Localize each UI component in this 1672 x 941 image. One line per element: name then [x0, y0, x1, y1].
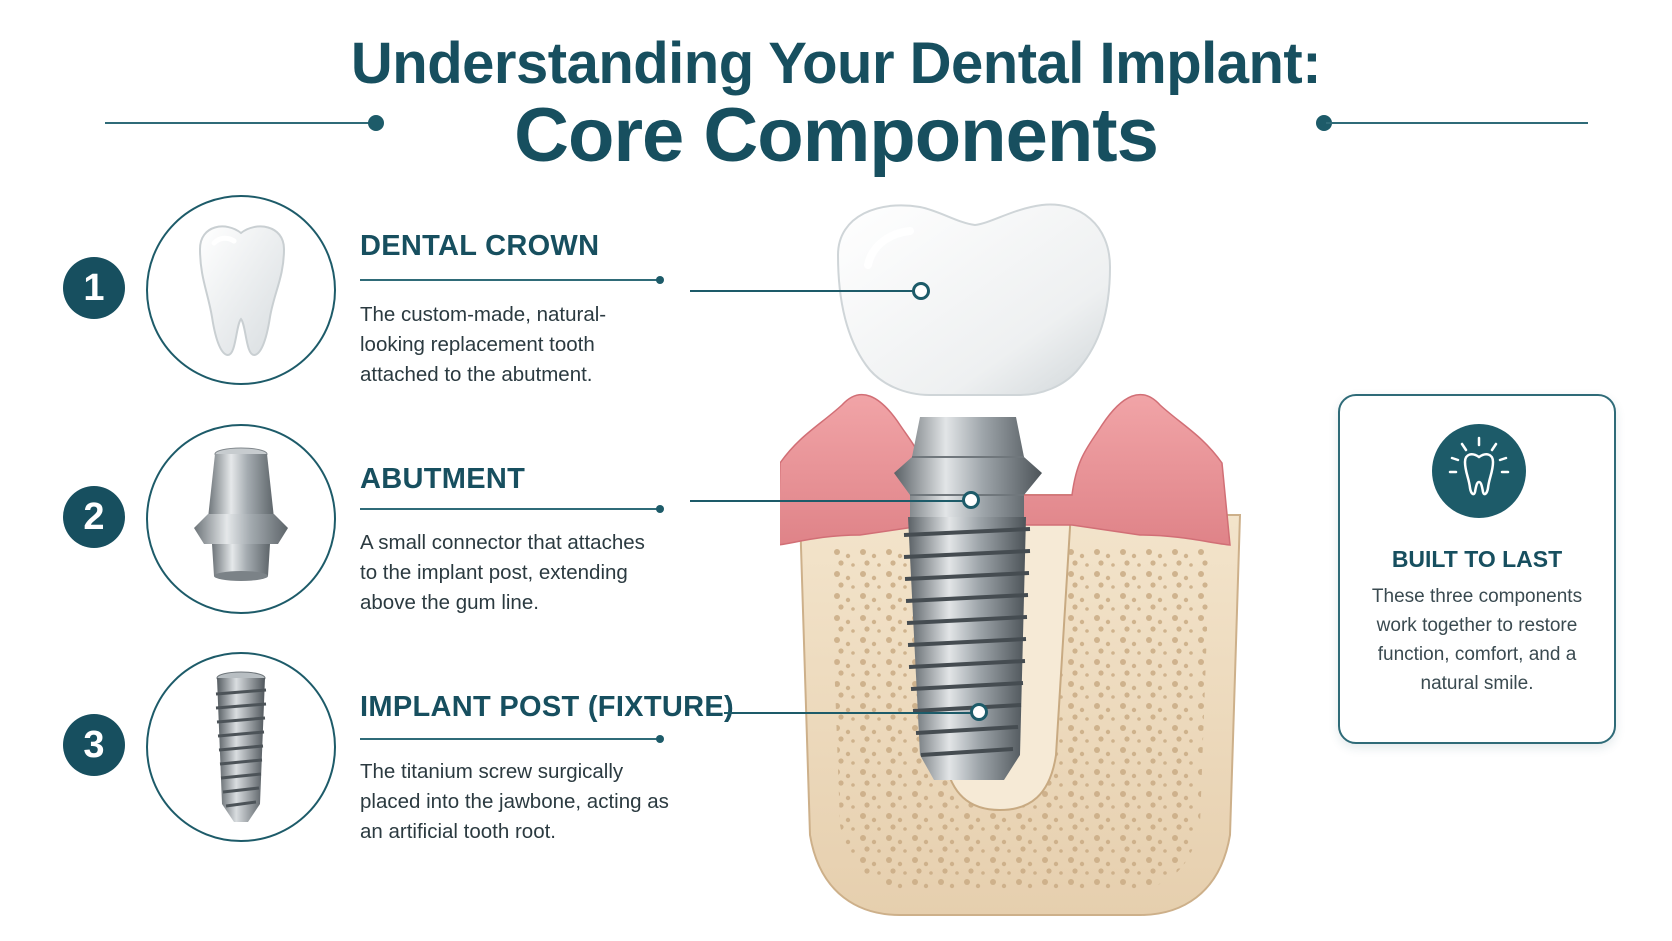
tooth-icon	[198, 225, 286, 357]
component-desc-implant-post: The titanium screw surgically placed int…	[360, 760, 669, 843]
abutment-icon	[194, 447, 288, 581]
component-rule-crown	[360, 279, 660, 281]
crown-image	[146, 195, 336, 385]
built-to-last-card: BUILT TO LAST These three components wor…	[1338, 394, 1616, 744]
component-rule-dot-abutment	[656, 505, 664, 513]
component-title-abutment: ABUTMENT	[360, 463, 526, 495]
implant-cross-section-illustration	[780, 203, 1242, 916]
component-rule-dot-implant-post	[656, 735, 664, 743]
leader-dot-implant-post	[970, 703, 988, 721]
component-rule-abutment	[360, 508, 660, 510]
leader-line-implant-post	[724, 712, 976, 714]
header-divider-left	[105, 122, 375, 124]
component-desc-abutment: A small connector that attaches to the i…	[360, 531, 645, 614]
page-title-line1: Understanding Your Dental Implant:	[350, 31, 1322, 96]
shining-tooth-icon	[1448, 436, 1510, 496]
step-number-1: 1	[63, 257, 125, 319]
leader-dot-crown	[912, 282, 930, 300]
abutment-image	[146, 424, 336, 614]
leader-line-crown	[690, 290, 918, 292]
implant-screw-icon	[215, 671, 267, 822]
component-desc-crown: The custom-made, natural-looking replace…	[360, 303, 607, 386]
header-divider-right	[1326, 122, 1588, 124]
leader-line-abutment	[690, 500, 966, 502]
component-title-implant-post: IMPLANT POST (FIXTURE)	[360, 691, 734, 723]
component-rule-dot-crown	[656, 276, 664, 284]
implant-post	[908, 517, 1026, 780]
abutment	[894, 417, 1042, 517]
step-number-2: 2	[63, 486, 125, 548]
component-title-crown: DENTAL CROWN	[360, 230, 600, 262]
header-divider-left-dot	[368, 115, 384, 131]
gum-tissue	[780, 394, 1231, 546]
page-title-line2: Core Components	[514, 93, 1159, 178]
card-description: These three components work together to …	[1371, 586, 1583, 694]
step-number-3: 3	[63, 714, 125, 776]
leader-dot-abutment	[962, 491, 980, 509]
card-title: BUILT TO LAST	[1391, 546, 1563, 572]
card-icon-circle	[1432, 424, 1526, 518]
implant-post-image	[146, 652, 336, 842]
component-rule-implant-post	[360, 738, 660, 740]
header-divider-right-dot	[1316, 115, 1332, 131]
dental-crown	[836, 203, 1112, 396]
